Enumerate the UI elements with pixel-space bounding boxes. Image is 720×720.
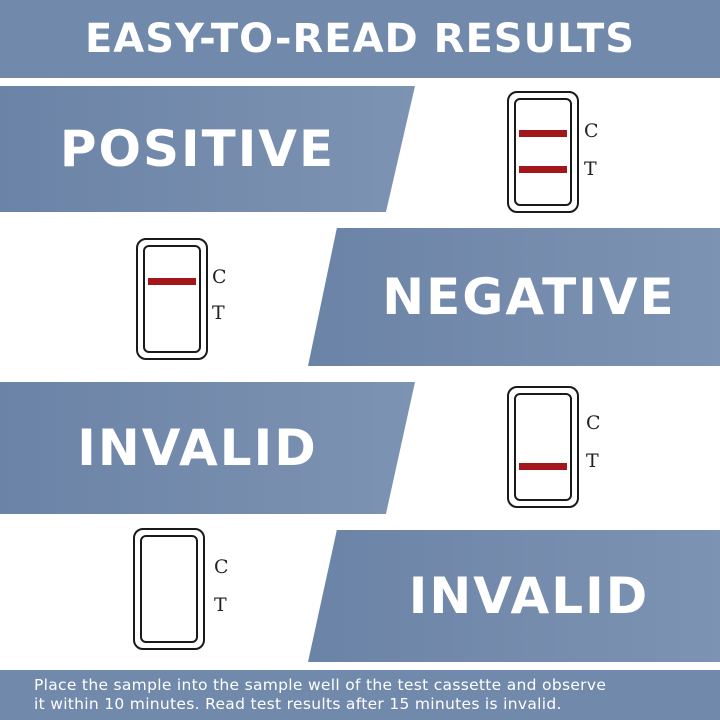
cassette-window — [514, 393, 572, 501]
instructions-footer: Place the sample into the sample well of… — [0, 670, 720, 720]
result-row-invalid-1: INVALID C T — [0, 374, 720, 522]
t-marker: T — [584, 158, 597, 180]
t-marker: T — [212, 302, 225, 324]
c-marker: C — [212, 266, 227, 288]
control-line — [148, 278, 196, 285]
cassette-window — [514, 98, 572, 206]
c-marker: C — [584, 120, 599, 142]
result-label-invalid: INVALID — [0, 382, 415, 514]
cassette-window — [140, 535, 198, 643]
test-cassette-icon — [133, 528, 205, 650]
test-cassette-icon — [507, 91, 579, 213]
control-line — [519, 130, 567, 137]
instructions-line-2: it within 10 minutes. Read test results … — [34, 695, 562, 713]
result-row-invalid-2: INVALID C T — [0, 522, 720, 670]
cassette-window — [143, 245, 201, 353]
test-cassette-icon — [507, 386, 579, 508]
test-line — [519, 463, 567, 470]
result-label-positive: POSITIVE — [0, 86, 415, 212]
t-marker: T — [214, 594, 227, 616]
c-marker: C — [586, 412, 601, 434]
page-title: EASY-TO-READ RESULTS — [0, 0, 720, 78]
result-label-invalid: INVALID — [308, 530, 720, 662]
result-label-negative: NEGATIVE — [308, 228, 720, 366]
test-line — [519, 166, 567, 173]
t-marker: T — [586, 450, 599, 472]
result-row-positive: POSITIVE C T — [0, 78, 720, 220]
test-cassette-icon — [136, 238, 208, 360]
instructions-line-1: Place the sample into the sample well of… — [34, 676, 607, 694]
result-row-negative: NEGATIVE C T — [0, 220, 720, 374]
c-marker: C — [214, 556, 229, 578]
